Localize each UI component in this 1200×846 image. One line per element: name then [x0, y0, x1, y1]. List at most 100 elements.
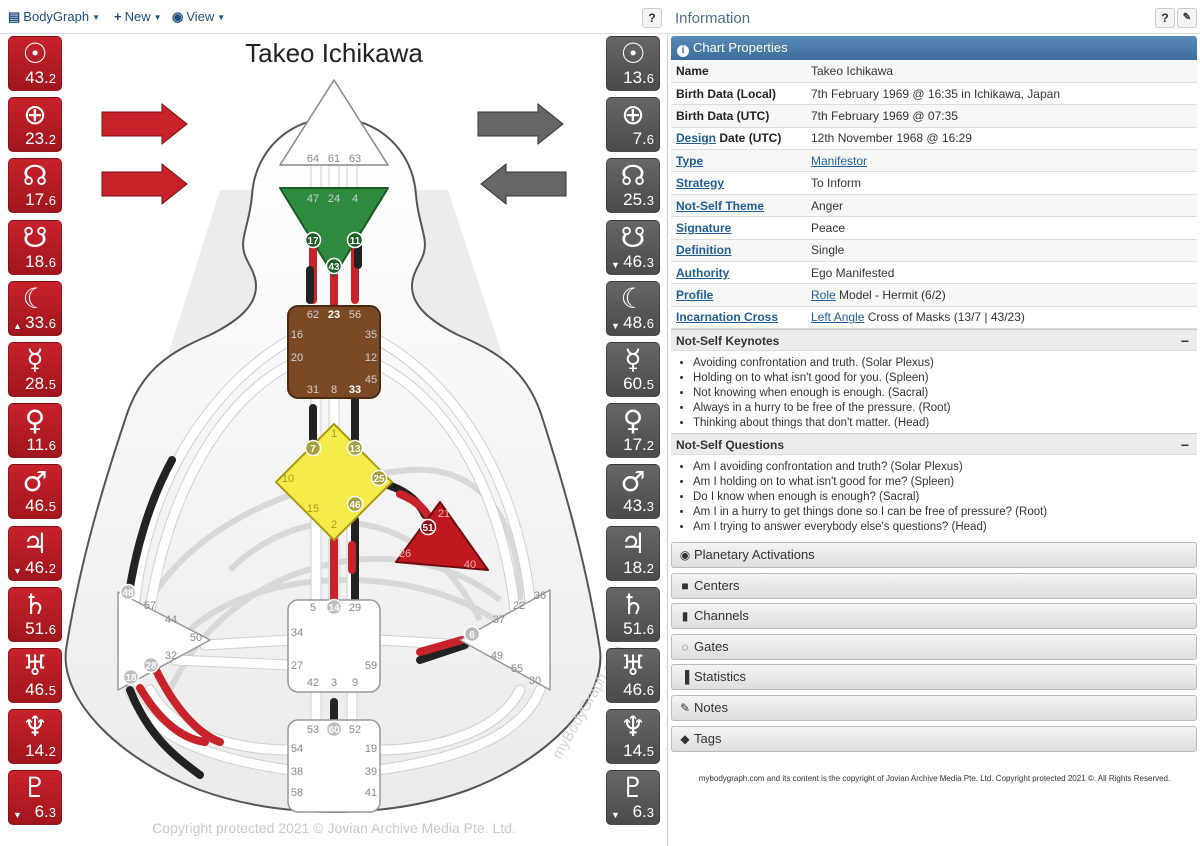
design-planet-south-node[interactable]: ☋18.6: [8, 219, 62, 275]
personality-planet-saturn[interactable]: ♄51.6: [606, 586, 660, 642]
gate-59[interactable]: 59: [365, 660, 377, 672]
gate-1[interactable]: 1: [331, 428, 337, 440]
gate-15[interactable]: 15: [307, 503, 319, 515]
design-planet-saturn[interactable]: ♄51.6: [8, 586, 62, 642]
gate-61[interactable]: 61: [328, 153, 340, 165]
property-value-link[interactable]: Left Angle: [811, 310, 865, 325]
gate-58[interactable]: 58: [291, 787, 303, 799]
gate-33[interactable]: 33: [349, 384, 361, 396]
design-planet-venus[interactable]: ♀11.6: [8, 403, 62, 459]
gate-7[interactable]: 7: [304, 439, 322, 457]
property-key-link[interactable]: Not-Self Theme: [676, 198, 765, 213]
design-planet-uranus[interactable]: ♅46.5: [8, 648, 62, 703]
property-key-link[interactable]: Profile: [676, 288, 714, 303]
gate-20[interactable]: 20: [291, 352, 303, 364]
channel-48-16[interactable]: [124, 456, 176, 604]
property-value-link[interactable]: Manifestor: [811, 153, 868, 168]
design-planet-mercury[interactable]: ☿28.5: [8, 342, 62, 397]
gate-39[interactable]: 39: [365, 766, 377, 778]
gate-19[interactable]: 19: [365, 743, 377, 755]
heart-center[interactable]: [395, 501, 489, 571]
gate-35[interactable]: 35: [365, 329, 377, 341]
gate-60[interactable]: 60: [325, 720, 343, 738]
gate-36[interactable]: 36: [534, 590, 546, 602]
gate-6[interactable]: 6: [463, 625, 481, 643]
g-center[interactable]: [275, 423, 393, 541]
gate-2[interactable]: 2: [331, 519, 337, 531]
channel-6-59-design[interactable]: [416, 636, 466, 656]
gate-48[interactable]: 48: [119, 583, 137, 601]
channel-sp-throat[interactable]: [373, 335, 535, 605]
gate-42[interactable]: 42: [307, 677, 319, 689]
section-centers[interactable]: ■Centers: [671, 572, 1197, 599]
channel-sp-throat-2[interactable]: [373, 360, 520, 615]
personality-planet-mercury[interactable]: ☿60.5: [606, 342, 660, 397]
personality-planet-mars[interactable]: ♂43.3: [606, 464, 660, 520]
gate-47[interactable]: 47: [307, 193, 319, 205]
gate-10[interactable]: 10: [282, 473, 294, 485]
gate-44[interactable]: 44: [165, 614, 177, 626]
new-menu[interactable]: +New▼: [114, 9, 162, 24]
gate-28[interactable]: 28: [142, 656, 160, 674]
info-help-button[interactable]: ?: [1155, 8, 1175, 28]
channel-6-59-personality[interactable]: [416, 641, 469, 664]
gate-31[interactable]: 31: [307, 384, 319, 396]
personality-planet-neptune[interactable]: ♆14.5: [606, 709, 660, 765]
personality-planet-north-node[interactable]: ☊25.3: [606, 158, 660, 214]
property-key-link[interactable]: Definition: [676, 243, 732, 258]
property-key-link[interactable]: Signature: [676, 220, 732, 235]
property-key[interactable]: Profile: [671, 283, 806, 307]
gate-49[interactable]: 49: [491, 650, 503, 662]
head-center[interactable]: [279, 79, 389, 166]
section-channels[interactable]: ▮Channels: [671, 603, 1197, 630]
collapse-icon[interactable]: −: [1180, 437, 1189, 453]
gate-29[interactable]: 29: [349, 602, 361, 614]
gate-46[interactable]: 46: [346, 495, 364, 513]
throat-center[interactable]: [287, 305, 381, 399]
gate-27[interactable]: 27: [291, 660, 303, 672]
gate-11[interactable]: 11: [346, 231, 364, 249]
gate-63[interactable]: 63: [349, 153, 361, 165]
gate-56[interactable]: 56: [349, 309, 361, 321]
design-planet-sun[interactable]: ☉43.2: [8, 36, 62, 91]
gate-8[interactable]: 8: [331, 384, 337, 396]
personality-planet-venus[interactable]: ♀17.2: [606, 403, 660, 459]
channel-spleen-throat[interactable]: [130, 335, 295, 605]
gate-41[interactable]: 41: [365, 787, 377, 799]
gate-34[interactable]: 34: [291, 627, 303, 639]
gate-13[interactable]: 13: [346, 439, 364, 457]
ajna-center[interactable]: [279, 187, 389, 277]
gate-55[interactable]: 55: [511, 663, 523, 675]
channel-sacral-root[interactable]: [311, 685, 357, 730]
personality-planet-jupiter[interactable]: ♃18.2: [606, 525, 660, 581]
property-key-link[interactable]: Design: [676, 131, 717, 146]
property-key-link[interactable]: Incarnation Cross: [676, 310, 779, 325]
gate-62[interactable]: 62: [307, 309, 319, 321]
property-key[interactable]: Strategy: [671, 171, 806, 195]
property-key-link[interactable]: Authority: [676, 265, 730, 280]
section-gates[interactable]: ◌Gates: [671, 633, 1197, 660]
section-tags[interactable]: ◆Tags: [671, 725, 1197, 752]
gate-18[interactable]: 18: [122, 668, 140, 686]
gate-17[interactable]: 17: [304, 231, 322, 249]
not-self-keynotes-header[interactable]: Not-Self Keynotes −: [671, 329, 1197, 351]
gate-26[interactable]: 26: [399, 548, 411, 560]
channel-18-58-personality[interactable]: [126, 686, 204, 779]
personality-planet-earth[interactable]: ⊕7.6: [606, 97, 660, 153]
root-center[interactable]: [287, 719, 381, 813]
channel-spleen-throat-2[interactable]: [145, 360, 295, 615]
property-value-link[interactable]: Role: [811, 288, 836, 303]
property-key-link[interactable]: Strategy: [676, 176, 725, 191]
gate-9[interactable]: 9: [352, 677, 358, 689]
design-planet-north-node[interactable]: ☊17.6: [8, 158, 62, 214]
personality-planet-pluto[interactable]: ♇▼6.3: [606, 770, 660, 826]
design-planet-earth[interactable]: ⊕23.2: [8, 97, 62, 153]
property-key[interactable]: Definition: [671, 239, 806, 263]
gate-23[interactable]: 23: [328, 309, 340, 321]
gate-45[interactable]: 45: [365, 374, 377, 386]
gate-22[interactable]: 22: [513, 600, 525, 612]
gate-52[interactable]: 52: [349, 724, 361, 736]
design-planet-jupiter[interactable]: ♃▼46.2: [8, 525, 62, 581]
gate-30[interactable]: 30: [529, 675, 541, 687]
